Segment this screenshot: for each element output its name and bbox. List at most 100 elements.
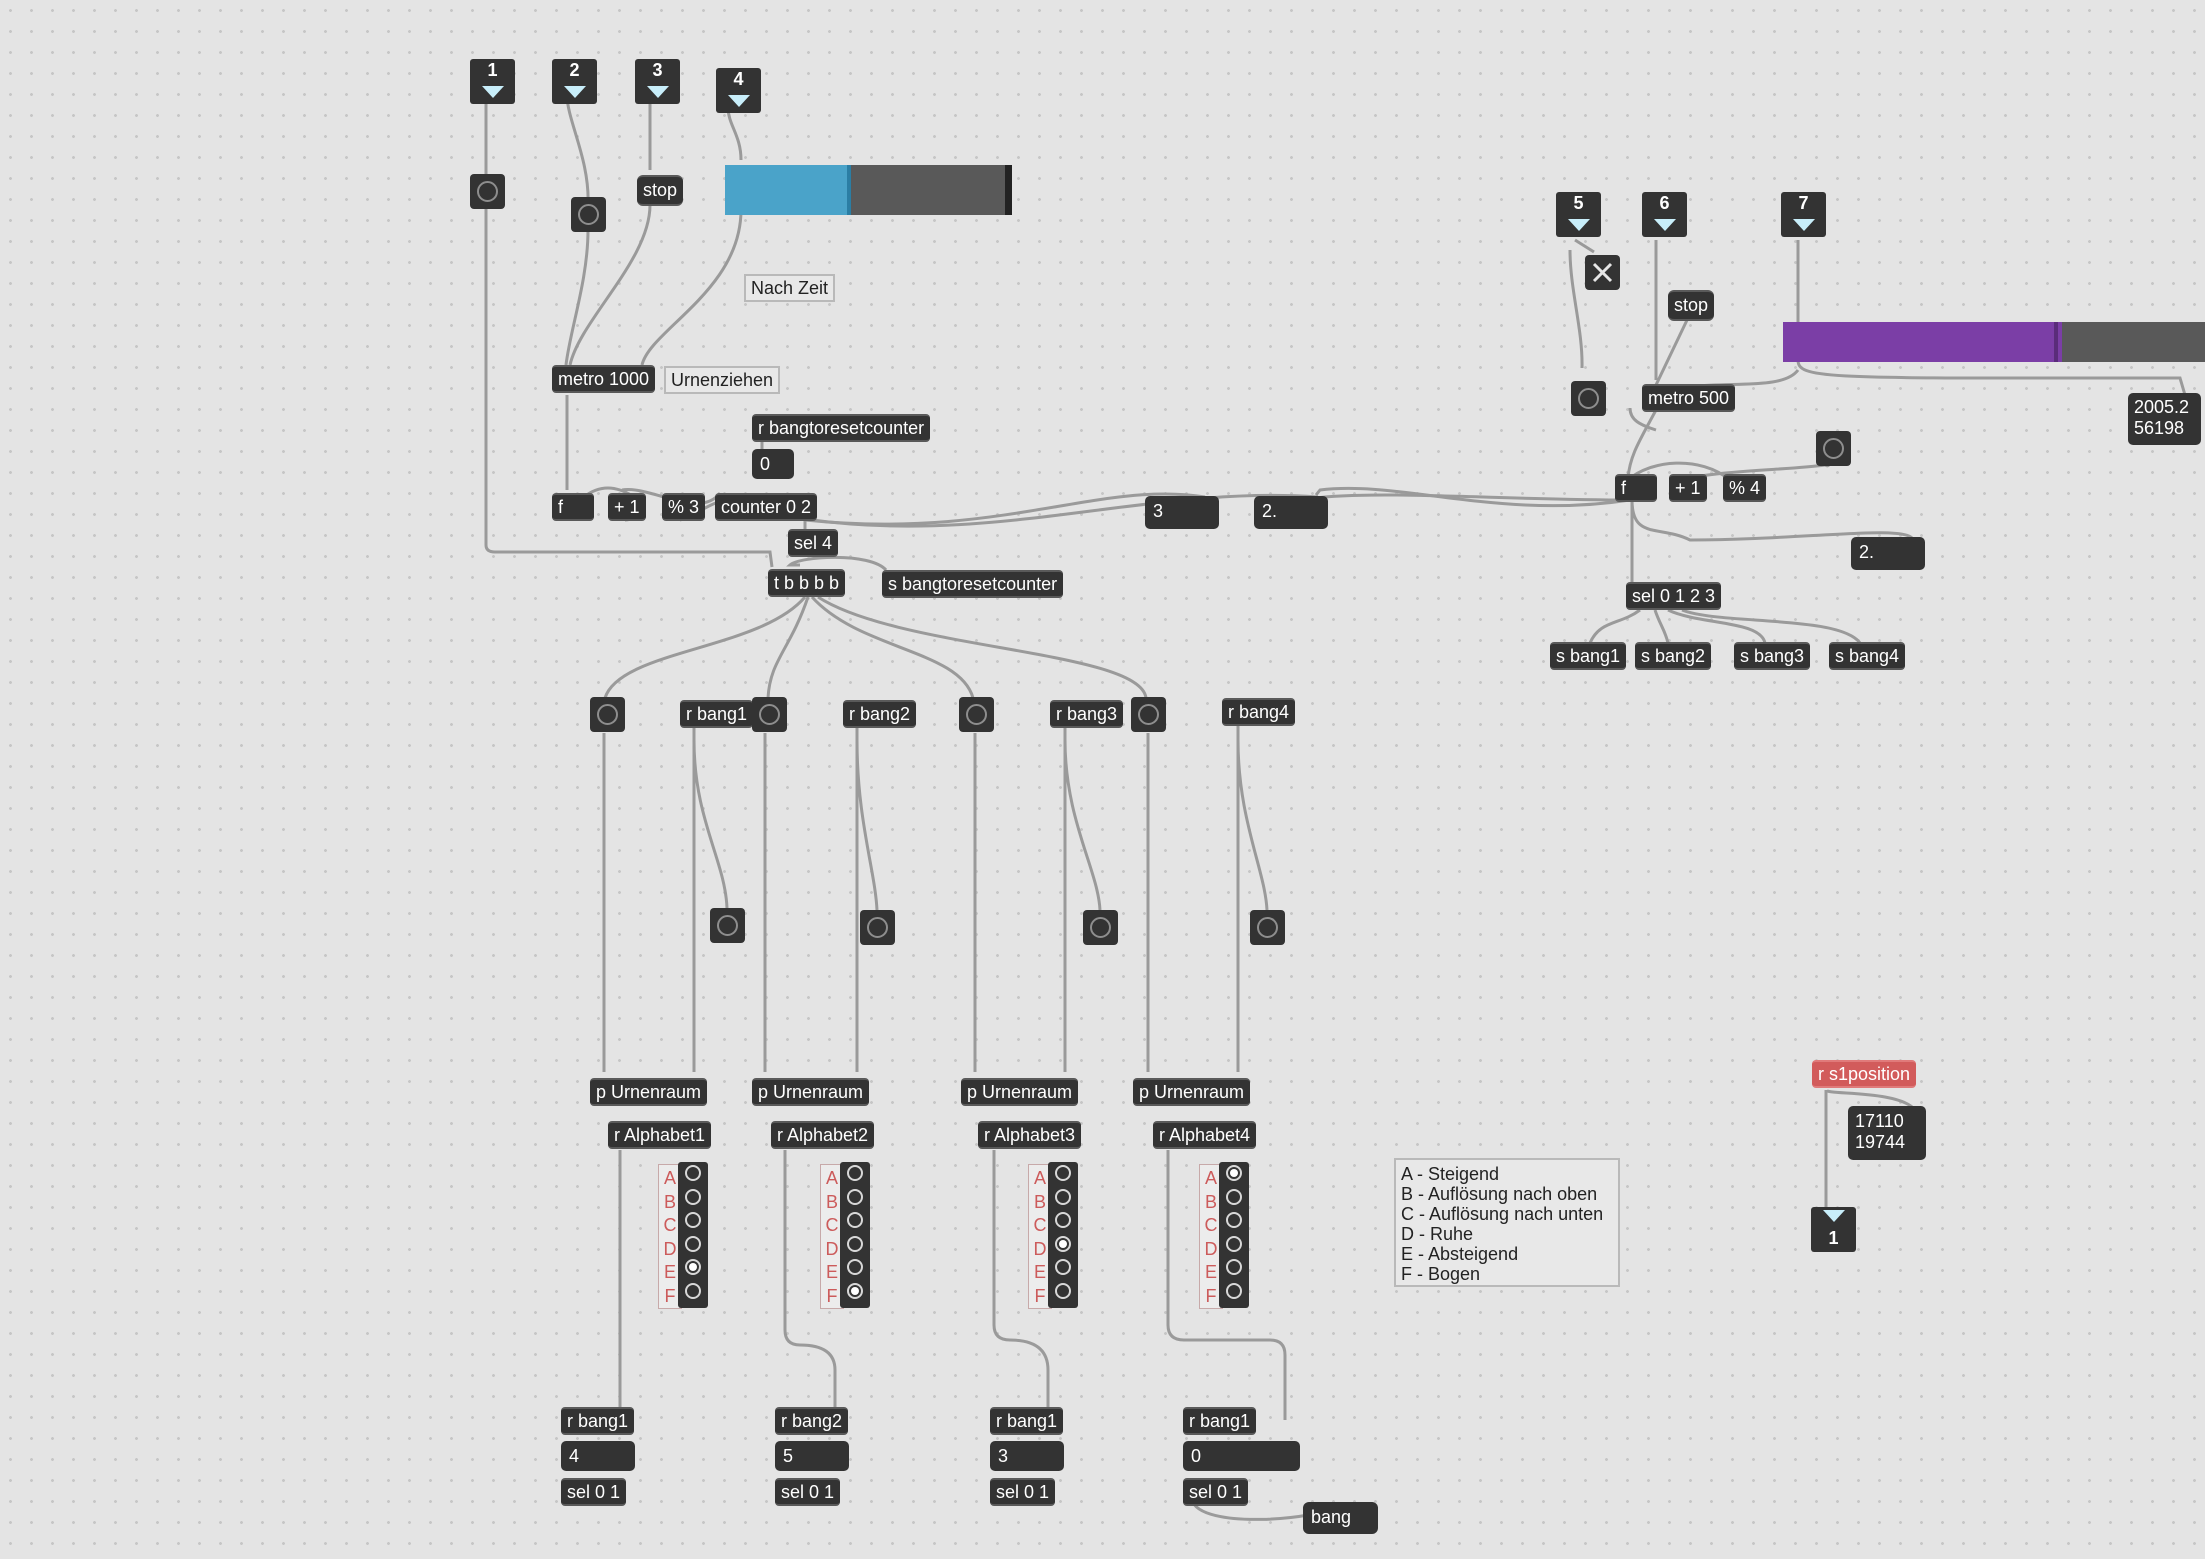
number-box[interactable]: 0 [752,449,794,479]
radio-option[interactable] [1226,1235,1242,1252]
sel-0-1-object[interactable]: sel 0 1 [1183,1478,1249,1506]
radio-group-alphabet2[interactable] [840,1162,870,1308]
receive-bang1[interactable]: r bang1 [680,700,754,728]
number-box[interactable]: 4 [561,1441,635,1471]
bang-message[interactable]: bang [1303,1502,1378,1534]
inlet-3[interactable]: 3 [635,59,680,104]
send-bang4[interactable]: s bang4 [1829,642,1906,670]
radio-group-alphabet3[interactable] [1048,1162,1078,1308]
receive-bang2[interactable]: r bang2 [843,700,917,728]
inlet-1[interactable]: 1 [470,59,515,104]
receive-alphabet1[interactable]: r Alphabet1 [608,1121,712,1149]
receive-bang3[interactable]: r bang3 [1050,700,1124,728]
plus-one-object[interactable]: + 1 [1669,474,1707,502]
bang-button[interactable] [1083,910,1118,945]
slider-purple[interactable] [1783,322,2205,362]
send-bangtoresetcounter[interactable]: s bangtoresetcounter [882,570,1064,598]
radio-option[interactable] [847,1282,863,1299]
radio-option[interactable] [1226,1282,1242,1299]
send-bang1[interactable]: s bang1 [1550,642,1627,670]
radio-option[interactable] [685,1212,701,1229]
p-urnenraum-subpatch[interactable]: p Urnenraum [961,1078,1079,1106]
counter-object[interactable]: counter 0 2 [715,493,818,521]
outlet-1[interactable]: 1 [1811,1207,1856,1252]
sel-4-object[interactable]: sel 4 [788,529,839,557]
bang-button[interactable] [590,697,625,732]
receive-bang-3[interactable]: r bang1 [990,1407,1064,1435]
sel-0-1-object[interactable]: sel 0 1 [775,1478,841,1506]
float-number-box[interactable]: 2. [1851,537,1925,570]
radio-option[interactable] [685,1165,701,1181]
radio-option[interactable] [685,1259,701,1276]
number-box[interactable]: 3 [990,1441,1064,1471]
bang-button[interactable] [1131,697,1166,732]
number-box[interactable]: 0 [1183,1441,1300,1471]
inlet-7[interactable]: 7 [1781,192,1826,237]
p-urnenraum-subpatch[interactable]: p Urnenraum [590,1078,708,1106]
bang-button[interactable] [470,174,505,209]
float-object[interactable]: f [552,493,594,521]
radio-option[interactable] [847,1165,863,1181]
inlet-2[interactable]: 2 [552,59,597,104]
receive-bang4[interactable]: r bang4 [1222,698,1296,726]
send-bang3[interactable]: s bang3 [1734,642,1811,670]
receive-bangtoresetcounter[interactable]: r bangtoresetcounter [752,414,931,442]
radio-option[interactable] [1226,1188,1242,1205]
bang-button[interactable] [1250,910,1285,945]
radio-option[interactable] [1226,1165,1242,1181]
number-box[interactable]: 5 [775,1441,849,1471]
sel-0-1-2-3-object[interactable]: sel 0 1 2 3 [1626,582,1722,610]
radio-option[interactable] [847,1212,863,1229]
p-urnenraum-subpatch[interactable]: p Urnenraum [1133,1078,1251,1106]
bang-button[interactable] [860,910,895,945]
stop-message[interactable]: stop [637,175,684,206]
radio-option[interactable] [847,1259,863,1276]
radio-option[interactable] [1055,1188,1071,1205]
trigger-object[interactable]: t b b b b [768,569,846,597]
modulo-3-object[interactable]: % 3 [662,493,706,521]
number-box[interactable]: 17110 19744 [1848,1106,1926,1160]
send-bang2[interactable]: s bang2 [1635,642,1712,670]
radio-option[interactable] [1055,1235,1071,1252]
number-box[interactable]: 3 [1145,496,1219,529]
slider-knob[interactable] [2054,322,2058,362]
stop-message[interactable]: stop [1668,290,1715,321]
metro-1000[interactable]: metro 1000 [552,365,656,393]
bang-button[interactable] [752,697,787,732]
radio-option[interactable] [1055,1259,1071,1276]
radio-group-alphabet1[interactable] [678,1162,708,1308]
inlet-6[interactable]: 6 [1642,192,1687,237]
radio-option[interactable] [685,1282,701,1299]
sel-0-1-object[interactable]: sel 0 1 [561,1478,627,1506]
toggle-button[interactable] [1585,255,1620,290]
metro-500[interactable]: metro 500 [1642,384,1736,412]
bang-button[interactable] [710,908,745,943]
radio-option[interactable] [685,1188,701,1205]
slider-blue[interactable] [725,165,1012,215]
radio-option[interactable] [1055,1165,1071,1181]
bang-button[interactable] [959,697,994,732]
radio-option[interactable] [847,1235,863,1252]
receive-alphabet2[interactable]: r Alphabet2 [771,1121,875,1149]
radio-option[interactable] [1055,1212,1071,1229]
radio-option[interactable] [847,1188,863,1205]
inlet-5[interactable]: 5 [1556,192,1601,237]
receive-bang-1[interactable]: r bang1 [561,1407,635,1435]
bang-button[interactable] [571,197,606,232]
float-number-box[interactable]: 2. [1254,496,1328,529]
radio-option[interactable] [1226,1259,1242,1276]
radio-option[interactable] [1226,1212,1242,1229]
radio-group-alphabet4[interactable] [1219,1162,1249,1308]
bang-button[interactable] [1816,431,1851,466]
number-box[interactable]: 2005.2 56198 [2128,393,2201,445]
slider-knob[interactable] [847,165,851,215]
radio-option[interactable] [1055,1282,1071,1299]
p-urnenraum-subpatch[interactable]: p Urnenraum [752,1078,870,1106]
inlet-4[interactable]: 4 [716,68,761,113]
modulo-4-object[interactable]: % 4 [1723,474,1767,502]
bang-button[interactable] [1571,381,1606,416]
receive-alphabet4[interactable]: r Alphabet4 [1153,1121,1257,1149]
receive-s1position[interactable]: r s1position [1812,1060,1917,1088]
plus-one-object[interactable]: + 1 [608,493,646,521]
